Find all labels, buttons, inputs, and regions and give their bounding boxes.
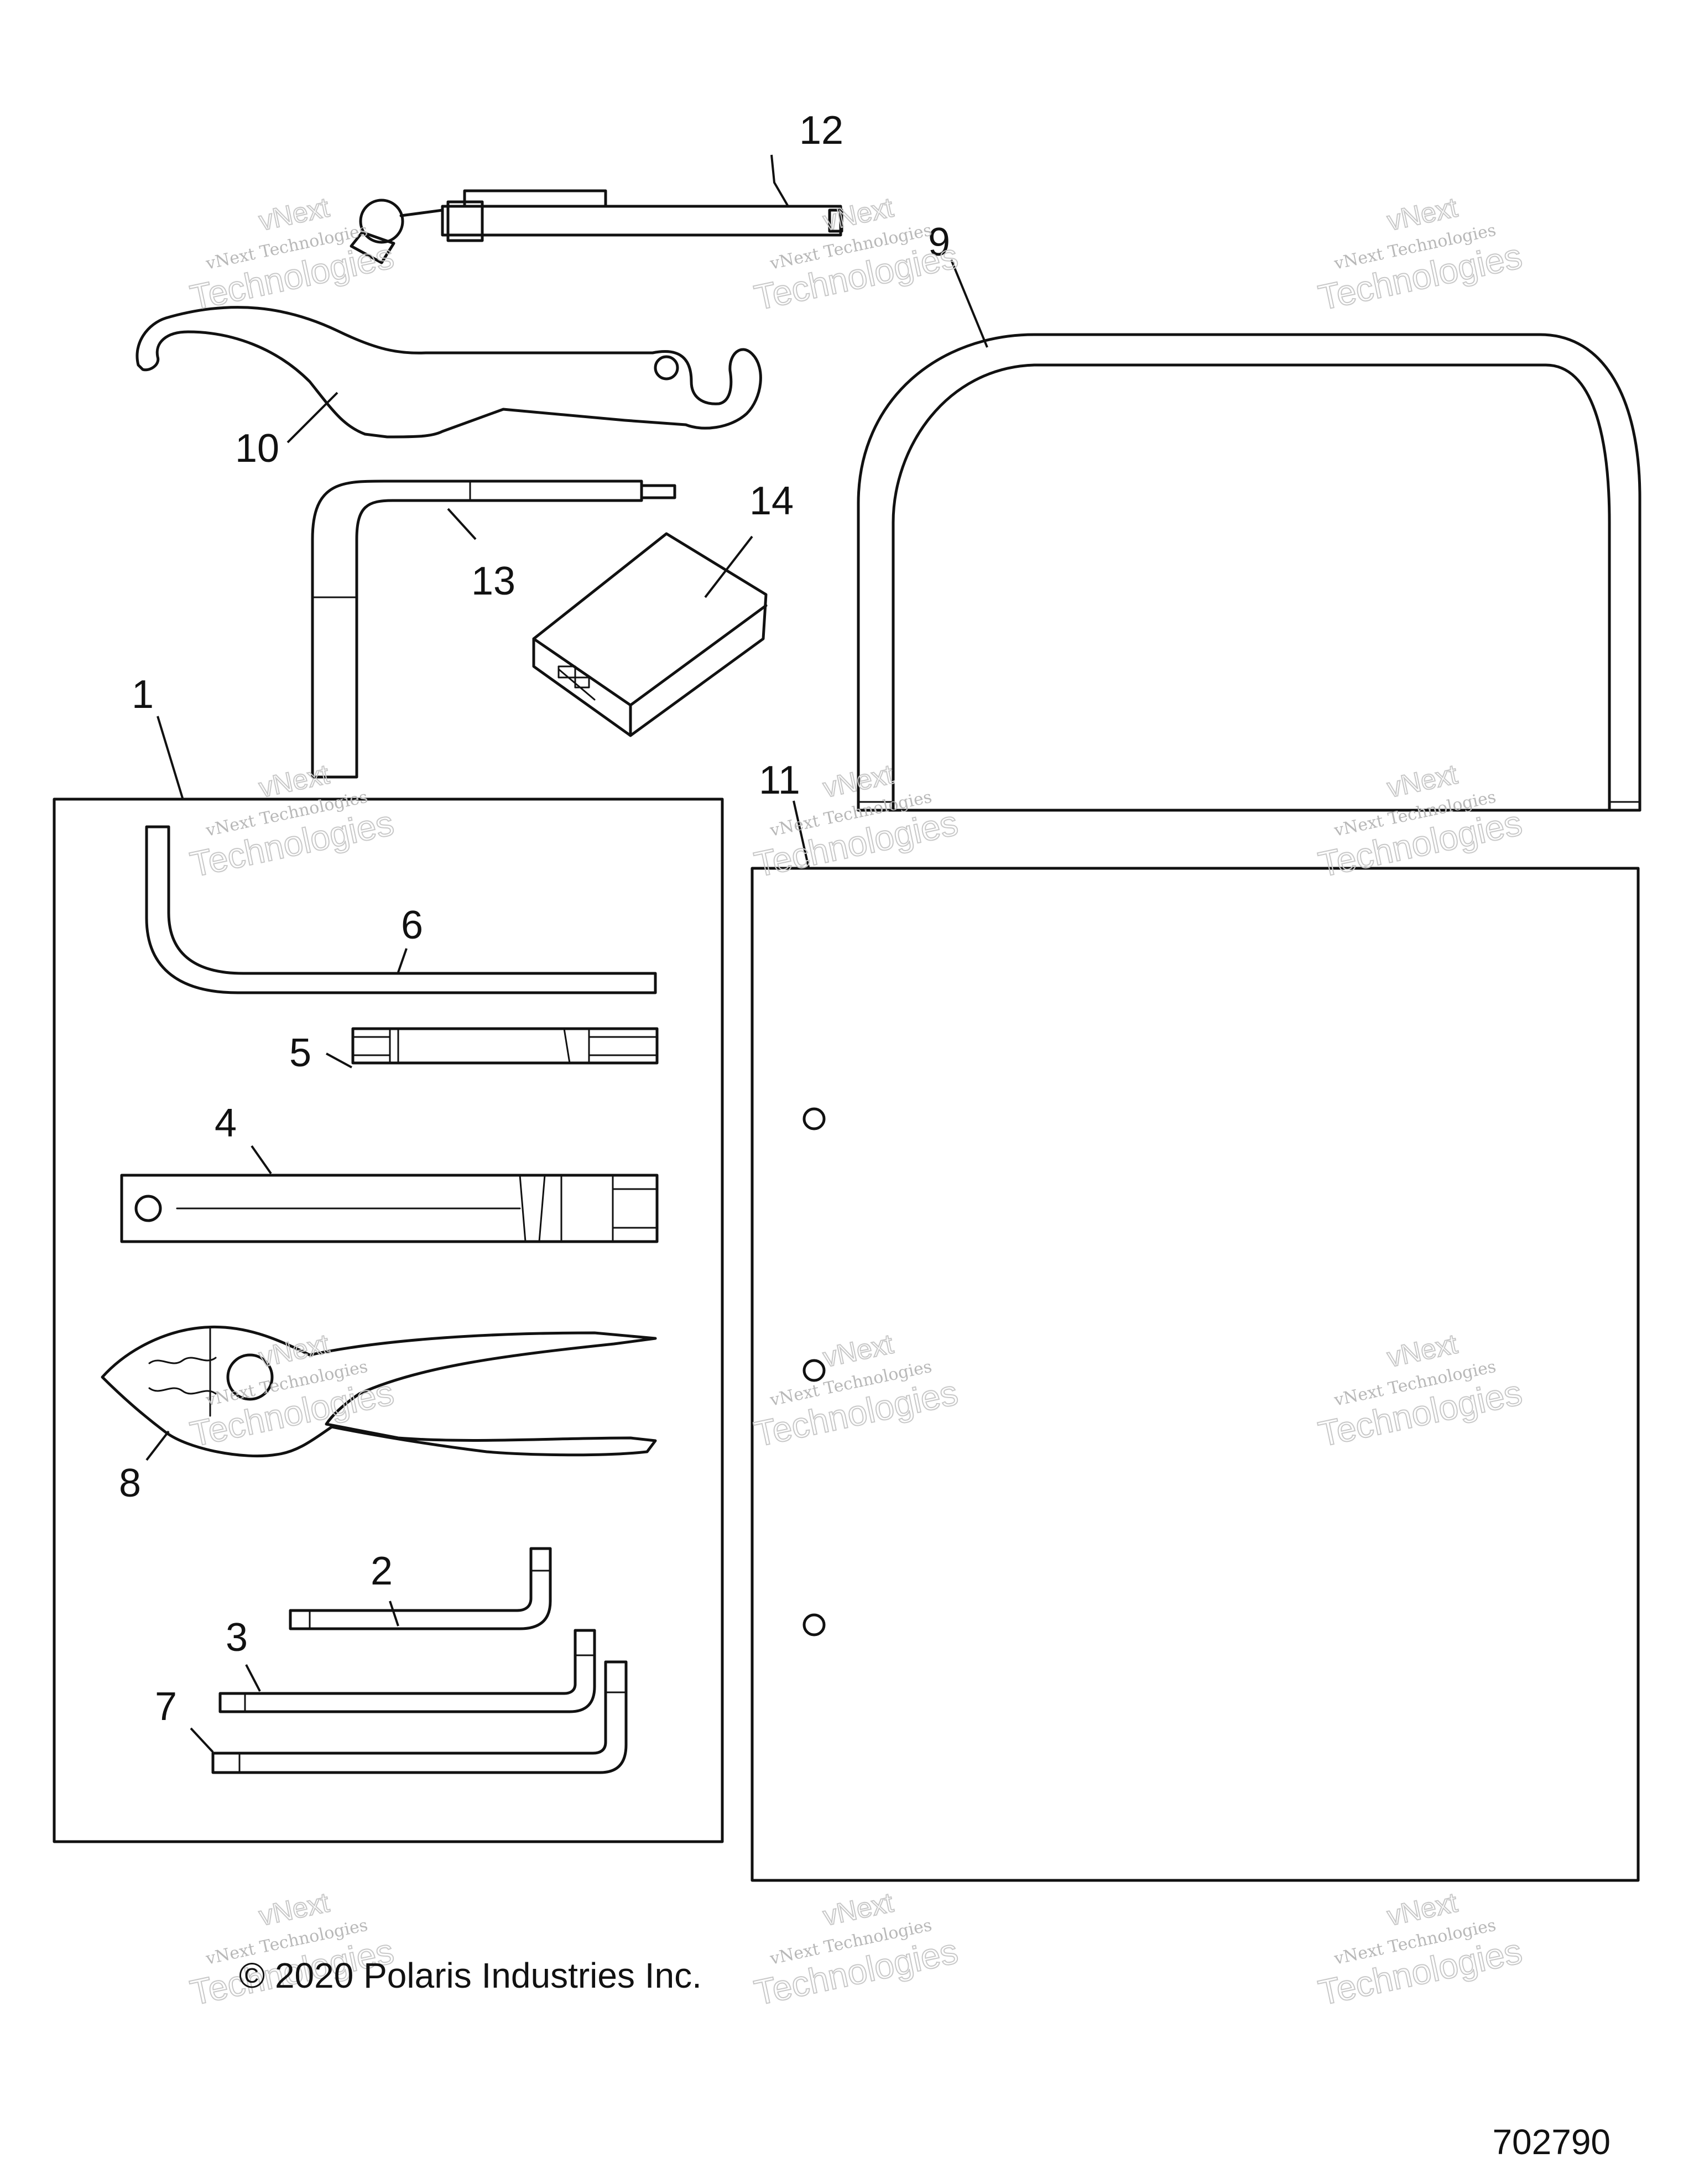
watermark-2: vNext vNext Technologies Technologies <box>751 191 962 319</box>
callout-6: 6 <box>401 903 423 947</box>
callout-7: 7 <box>155 1685 177 1729</box>
callout-8: 8 <box>119 1461 141 1505</box>
callout-12: 12 <box>799 108 843 153</box>
part-12-tool <box>350 189 843 264</box>
callout-9: 9 <box>928 220 950 264</box>
part-11-binder <box>751 867 1640 1882</box>
watermark-12: vNext vNext Technologies Technologies <box>1315 1886 1526 2014</box>
watermark-8: vNext vNext Technologies Technologies <box>751 1328 962 1455</box>
callout-6-leader <box>397 948 408 973</box>
copyright-notice: © 2020 Polaris Industries Inc. <box>239 1956 702 1995</box>
callout-1-leader <box>157 716 184 799</box>
callout-7-leader <box>190 1727 214 1753</box>
callout-5: 5 <box>289 1031 311 1075</box>
part-5-socket-extension <box>351 1027 659 1065</box>
part-3-hex-key <box>218 1629 596 1713</box>
watermark-6: vNext vNext Technologies Technologies <box>1315 758 1526 885</box>
callout-13-leader <box>447 508 477 540</box>
callout-3-leader <box>245 1664 261 1692</box>
callout-11: 11 <box>759 758 800 802</box>
callout-10: 10 <box>235 426 279 471</box>
callout-2-leader <box>389 1601 399 1627</box>
part-13-bent-bar <box>311 479 676 779</box>
callout-3: 3 <box>226 1615 248 1660</box>
callout-9-leader <box>950 259 988 348</box>
part-10-spanner-wrench <box>135 306 762 439</box>
callout-11-leader <box>793 800 810 868</box>
part-1-tool-kit <box>53 798 724 1843</box>
callout-4: 4 <box>215 1101 237 1145</box>
callout-12-leader <box>770 154 789 207</box>
watermark-9: vNext vNext Technologies Technologies <box>1315 1328 1526 1455</box>
part-6-hex-key <box>145 825 657 994</box>
callout-14: 14 <box>749 479 794 523</box>
callout-5-leader <box>326 1052 352 1068</box>
callout-4-leader <box>251 1145 272 1175</box>
callout-1: 1 <box>132 673 154 717</box>
part-9-tubular-bar <box>857 333 1641 812</box>
drawing-number: 702790 <box>1492 2122 1611 2162</box>
callout-8-leader <box>145 1430 170 1461</box>
callout-2: 2 <box>371 1549 393 1593</box>
part-14-pouch <box>532 532 768 737</box>
part-8-pliers <box>101 1325 657 1458</box>
watermark-4: vNext vNext Technologies Technologies <box>186 758 398 885</box>
callout-10-leader <box>286 392 338 444</box>
watermark-11: vNext vNext Technologies Technologies <box>751 1886 962 2014</box>
watermark-1: vNext vNext Technologies Technologies <box>186 191 398 319</box>
part-2-hex-key <box>289 1547 552 1630</box>
watermark-3: vNext vNext Technologies Technologies <box>1315 191 1526 319</box>
callout-14-leader <box>704 535 753 598</box>
part-7-hex-key <box>211 1660 628 1774</box>
part-4-spark-plug-socket <box>120 1174 659 1243</box>
callout-13: 13 <box>471 559 515 603</box>
